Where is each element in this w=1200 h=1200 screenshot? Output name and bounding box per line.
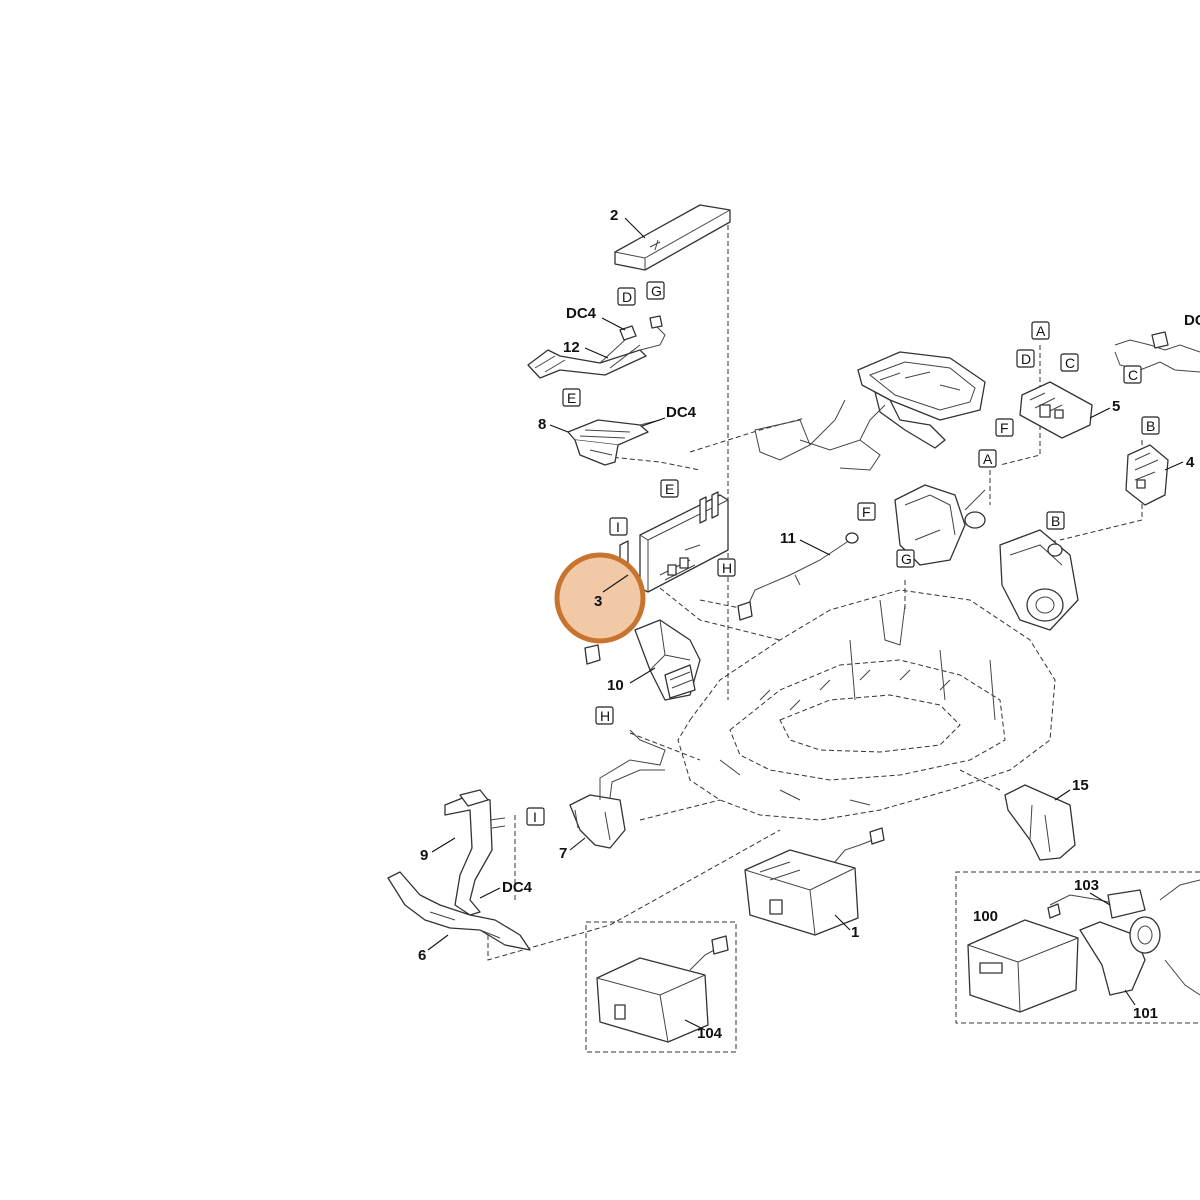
callout-2: 2 <box>610 207 618 224</box>
letter-D-5: D <box>1016 349 1035 368</box>
chassis-frame <box>677 589 1056 821</box>
callout-12: 12 <box>563 339 580 356</box>
callout-104: 104 <box>697 1025 723 1042</box>
dc4-label-9: DC4 <box>502 879 533 896</box>
callout-numbers: 2 12 8 3 11 10 5 4 15 9 7 6 1 104 100 10… <box>418 207 1195 1042</box>
part-12-ribbon-cable <box>527 315 666 379</box>
part-15-bracket <box>1004 784 1076 861</box>
svg-text:G: G <box>651 283 662 299</box>
letter-B-4: B <box>1141 416 1160 435</box>
leader-lines <box>427 217 1184 1031</box>
callout-103: 103 <box>1074 877 1099 894</box>
letter-A-top: A <box>1031 321 1050 340</box>
dc4-label-8: DC4 <box>666 404 697 421</box>
part-6-bumper-strip <box>387 871 531 951</box>
letter-B-mid: B <box>1046 511 1065 530</box>
highlight-circle-part-3 <box>554 552 646 644</box>
callout-4: 4 <box>1186 454 1195 471</box>
part-1-battery <box>744 827 885 936</box>
svg-text:B: B <box>1146 418 1155 434</box>
callout-6: 6 <box>418 947 426 964</box>
svg-text:H: H <box>722 560 732 576</box>
letter-G-top: G <box>646 281 665 300</box>
svg-text:E: E <box>665 481 674 497</box>
svg-text:A: A <box>983 451 993 467</box>
svg-text:C: C <box>1065 355 1075 371</box>
part-100-group <box>955 871 1200 1024</box>
callout-9: 9 <box>420 847 428 864</box>
callout-1: 1 <box>851 924 859 941</box>
callout-7: 7 <box>559 845 567 862</box>
letter-H-7: H <box>595 706 614 725</box>
letter-I-board: I <box>609 517 628 536</box>
reference-letters: D G E E I H F A <box>526 281 1160 826</box>
svg-text:F: F <box>1000 420 1009 436</box>
svg-text:H: H <box>600 708 610 724</box>
part-8-cable-bracket <box>567 419 661 466</box>
callout-8: 8 <box>538 416 546 433</box>
right-wiring-harness <box>1114 331 1200 373</box>
part-9-charging-cable <box>444 789 506 916</box>
callout-101: 101 <box>1133 1005 1158 1022</box>
callout-15: 15 <box>1072 777 1089 794</box>
part-10-switch-assembly <box>584 619 701 701</box>
svg-text:E: E <box>567 390 576 406</box>
part-104-accessory-group <box>585 921 737 1053</box>
letter-H-board: H <box>717 558 736 577</box>
letter-D-top: D <box>617 287 636 306</box>
callout-3: 3 <box>594 593 602 610</box>
part-7-charging-contacts <box>569 729 666 849</box>
svg-text:C: C <box>1128 367 1138 383</box>
svg-text:F: F <box>862 504 871 520</box>
svg-text:I: I <box>533 809 537 825</box>
callout-10: 10 <box>607 677 624 694</box>
callout-11: 11 <box>780 530 796 547</box>
drive-motor-assemblies <box>894 484 1079 631</box>
letter-C-right: C <box>1123 365 1142 384</box>
letter-E-12: E <box>562 388 581 407</box>
letter-F-5: F <box>995 418 1014 437</box>
part-4-pcb <box>1125 444 1169 506</box>
svg-text:D: D <box>1021 351 1031 367</box>
highlight-leader <box>602 574 629 593</box>
letter-F-11: F <box>857 502 876 521</box>
callout-100: 100 <box>973 908 998 925</box>
dc4-label-12: DC4 <box>566 305 597 322</box>
svg-text:B: B <box>1051 513 1060 529</box>
connector-labels: DC4 DC4 DC4 DC <box>502 305 1200 896</box>
dc-label-right: DC <box>1184 312 1200 329</box>
svg-text:G: G <box>901 551 912 567</box>
part-5-pcb <box>1019 381 1093 439</box>
part-2-cover-plate <box>614 204 731 271</box>
letter-G-mid: G <box>896 549 915 568</box>
letter-C-5: C <box>1060 353 1079 372</box>
part-11-sensor-cable <box>737 532 859 621</box>
svg-text:I: I <box>616 519 620 535</box>
display-lid-assembly <box>754 351 986 471</box>
svg-text:D: D <box>622 289 632 305</box>
letter-A-mid: A <box>978 449 997 468</box>
letter-I-9: I <box>526 807 545 826</box>
letter-E-board: E <box>660 479 679 498</box>
svg-text:A: A <box>1036 323 1046 339</box>
callout-5: 5 <box>1112 398 1120 415</box>
